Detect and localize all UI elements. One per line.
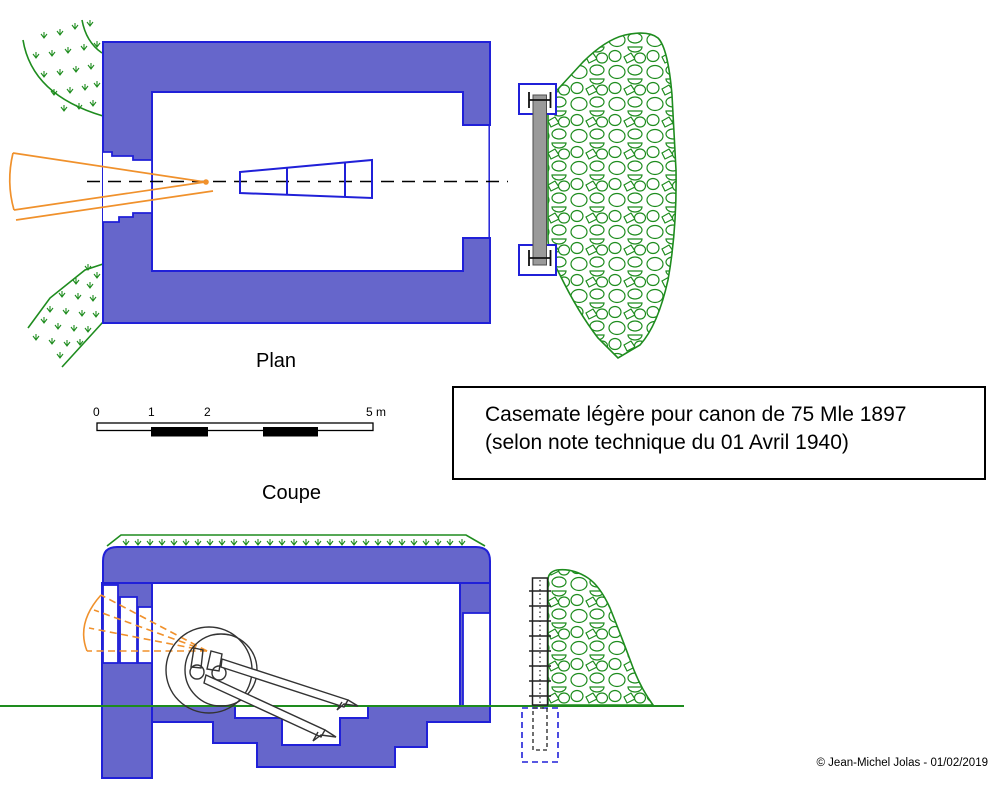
gun-cradle-left: [190, 647, 204, 669]
field-gun-section: [165, 626, 359, 742]
copyright-text: © Jean-Michel Jolas - 01/02/2019: [816, 757, 988, 769]
gun-barrel-plan: [239, 158, 373, 200]
fire-cone-plan: [8, 152, 214, 221]
plan-view: [8, 19, 677, 368]
scale-end-label: 5 m: [366, 405, 387, 419]
stone-revetment-plan: [547, 32, 677, 360]
roof-grass-symbols: [122, 538, 466, 546]
roof-grass-line: [106, 534, 486, 547]
gun-trail-upper-spade: [336, 699, 359, 711]
rear-exit-niche: [462, 612, 491, 707]
footing-outline-dashed: [521, 707, 559, 763]
armor-rail-plan: [532, 94, 547, 266]
embrasure-step-3: [137, 606, 153, 664]
rail-end-fitting-bottom: [528, 250, 552, 266]
embrasure-step-1: [102, 584, 119, 664]
coupe-view: [0, 534, 684, 779]
foundation-profile: [151, 705, 491, 768]
scale-tick-2: 2: [204, 405, 211, 419]
vegetation-area-top-left: [22, 19, 104, 117]
plan-embrasure-fill: [103, 152, 152, 222]
rail-graduations: [529, 590, 551, 697]
buried-footing: [521, 707, 559, 763]
gun-trail-upper: [220, 658, 350, 708]
gun-hub-left: [189, 664, 205, 680]
title-block: Casemate légère pour canon de 75 Mle 189…: [452, 386, 986, 480]
embrasure-step-2: [119, 596, 138, 664]
roof-slab: [102, 546, 491, 584]
rail-assembly-plan: [518, 83, 557, 276]
title-line-2: (selon note technique du 01 Avril 1940): [485, 431, 849, 454]
fire-cone-section: [82, 594, 208, 652]
embankment-line-2: [61, 321, 104, 368]
scale-tick-0: 0: [93, 405, 100, 419]
plan-embrasure-steps: [103, 151, 153, 223]
plan-wall-outline: [102, 41, 491, 324]
grass-symbols: [32, 263, 101, 359]
gun-trail-lower: [203, 674, 326, 738]
gun-trail-lower-spade: [312, 729, 337, 742]
gun-hub-right: [211, 665, 227, 681]
embankment-arc: [22, 39, 104, 117]
pivot-point: [203, 179, 209, 185]
rail-end-fitting-top: [528, 92, 552, 108]
title-line-1: Casemate légère pour canon de 75 Mle 189…: [485, 403, 907, 426]
embankment-arc-small: [81, 19, 103, 54]
stone-revetment-section: [547, 568, 655, 706]
plan-view-label: Plan: [256, 350, 297, 372]
scale-bar: [96, 422, 374, 437]
gun-cradle-right: [206, 650, 223, 672]
scale-tick-1: 1: [148, 405, 155, 419]
vegetation-area-bottom-left: [27, 263, 104, 368]
rail-section: [529, 577, 551, 706]
coupe-view-label: Coupe: [262, 482, 321, 504]
left-wall-footing: [101, 705, 153, 779]
embankment-line: [27, 263, 104, 329]
grass-symbols: [32, 19, 101, 112]
rail-buried-dashed: [532, 707, 548, 751]
